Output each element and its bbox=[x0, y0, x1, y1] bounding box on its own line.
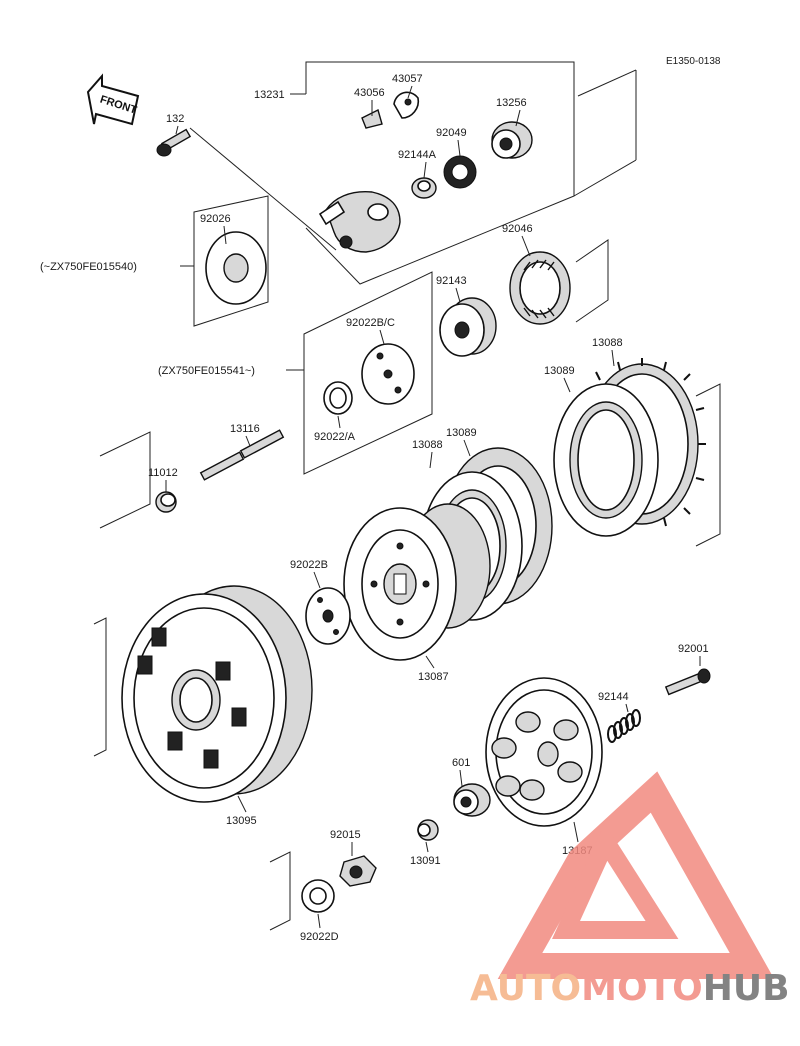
label-92143: 92143 bbox=[436, 275, 467, 287]
clutch-hub-13087-part bbox=[343, 503, 491, 661]
clutch-housing-13095-part bbox=[93, 585, 313, 803]
bearing-13256-part bbox=[491, 121, 533, 159]
label-132: 132 bbox=[166, 113, 184, 125]
release-mechanism-group bbox=[300, 61, 637, 285]
washer-92022bc-box bbox=[286, 271, 433, 475]
watermark-text: AUTOMOTOHUB bbox=[470, 968, 790, 1009]
spacer-11012-part bbox=[155, 491, 177, 513]
label-13095: 13095 bbox=[226, 815, 257, 827]
screw-43056-part bbox=[361, 108, 383, 129]
pins-13116-part bbox=[99, 429, 285, 529]
label-92144a: 92144A bbox=[398, 149, 437, 161]
label-13116: 13116 bbox=[230, 423, 260, 435]
label-92022bc: 92022B/C bbox=[346, 317, 395, 329]
automotohub-watermark: AUTOMOTOHUB bbox=[470, 771, 790, 1009]
watermark-moto: MOTO bbox=[581, 968, 703, 1009]
needle-bearing-92046-part bbox=[509, 239, 609, 325]
pusher-13091-part bbox=[417, 819, 439, 841]
bearing-601-part bbox=[453, 783, 491, 817]
label-92022a: 92022/A bbox=[314, 431, 356, 443]
pressure-plate-13187-part bbox=[485, 677, 603, 827]
label-13089-top: 13089 bbox=[544, 365, 575, 377]
watermark-auto: AUTO bbox=[470, 968, 581, 1009]
label-13088-mid: 13088 bbox=[412, 439, 443, 451]
label-13256: 13256 bbox=[496, 97, 527, 109]
release-lever-part bbox=[318, 191, 401, 253]
nut-92015-part bbox=[339, 855, 377, 887]
label-92049: 92049 bbox=[436, 127, 467, 139]
label-92001: 92001 bbox=[678, 643, 709, 655]
label-92015: 92015 bbox=[330, 829, 361, 841]
leader-lines bbox=[165, 85, 701, 929]
label-92022b: 92022B bbox=[290, 559, 328, 571]
diagram-reference-code: E1350-0138 bbox=[666, 56, 721, 67]
label-43057: 43057 bbox=[392, 73, 423, 85]
spring-92144-part bbox=[607, 709, 641, 743]
bolt-132-part bbox=[156, 127, 337, 251]
label-92022d: 92022D bbox=[300, 931, 339, 943]
label-92046: 92046 bbox=[502, 223, 533, 235]
label-serial-old: (~ZX750FE015540) bbox=[40, 261, 137, 273]
watermark-hub: HUB bbox=[703, 968, 790, 1009]
label-13089-mid: 13089 bbox=[446, 427, 477, 439]
clip-43057-part bbox=[393, 91, 420, 119]
label-serial-new: (ZX750FE015541~) bbox=[158, 365, 255, 377]
oil-seal-92049-part bbox=[443, 155, 477, 189]
label-601: 601 bbox=[452, 757, 470, 769]
bolt-92001-part bbox=[664, 668, 711, 696]
collar-92143-part bbox=[439, 297, 497, 357]
clutch-plates-right-stack bbox=[553, 358, 721, 547]
label-92026: 92026 bbox=[200, 213, 231, 225]
nut-washer-group bbox=[269, 851, 377, 931]
label-43056: 43056 bbox=[354, 87, 385, 99]
washer-92022b-part bbox=[305, 587, 351, 645]
label-13088-top: 13088 bbox=[592, 337, 623, 349]
front-arrow-icon: FRONT bbox=[86, 73, 140, 126]
label-92144: 92144 bbox=[598, 691, 629, 703]
washer-92022d-part bbox=[301, 879, 335, 913]
label-13087: 13087 bbox=[418, 671, 449, 683]
label-11012: 11012 bbox=[148, 467, 178, 479]
watermark-logo-icon bbox=[497, 771, 775, 979]
label-13231: 13231 bbox=[254, 89, 285, 101]
label-13091: 13091 bbox=[410, 855, 441, 867]
washer-92026-box bbox=[180, 195, 269, 327]
spring-92144a-part bbox=[411, 177, 437, 199]
